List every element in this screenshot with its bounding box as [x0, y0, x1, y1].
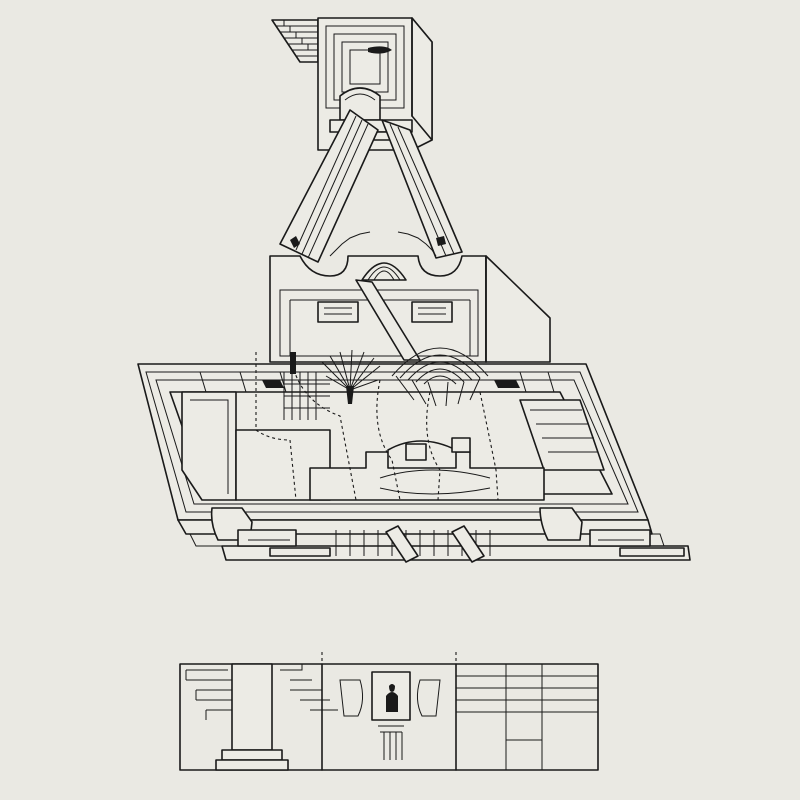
elevation-section — [179, 652, 599, 771]
main-platform — [137, 347, 649, 521]
central-tower — [269, 231, 551, 363]
upper-stair — [271, 19, 319, 63]
amphitheatre — [391, 347, 489, 407]
palm-ornament — [321, 349, 381, 404]
tower-legs — [279, 109, 463, 263]
platform-footing — [177, 507, 691, 563]
